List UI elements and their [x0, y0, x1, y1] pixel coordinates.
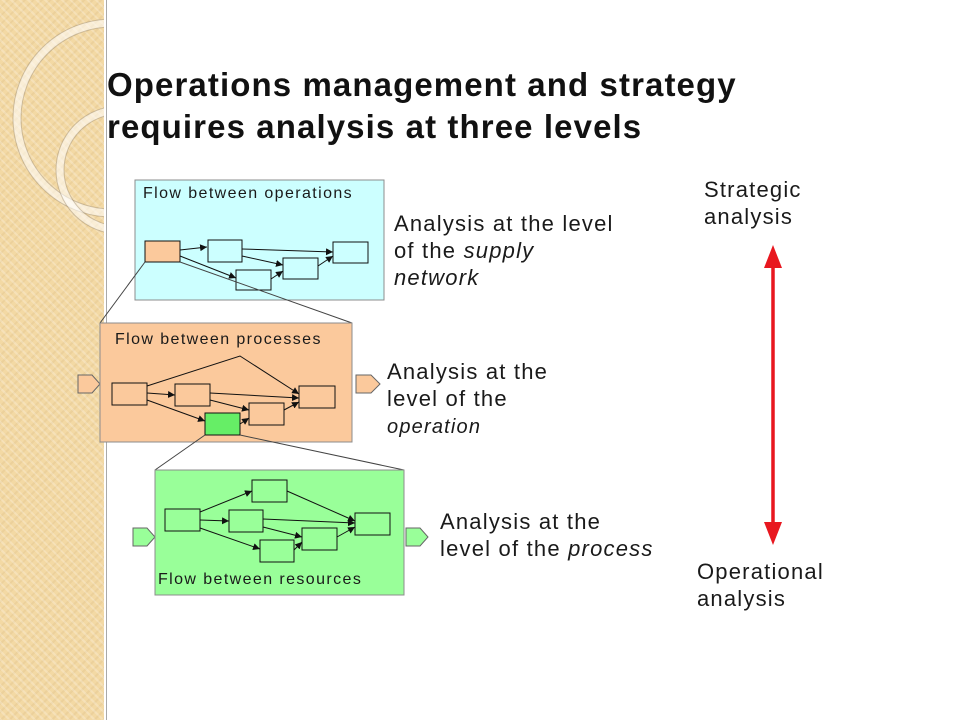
flow-arrow: [146, 355, 300, 395]
analysis-line: operation: [387, 412, 548, 441]
flow-arrow: [286, 490, 356, 522]
flow-arrow: [270, 270, 284, 280]
operation-level: [77, 322, 381, 443]
operation-node: [235, 269, 272, 291]
analysis-line: of the supply: [394, 237, 614, 264]
flow-arrow: [209, 399, 250, 412]
supply-network-level: [134, 179, 385, 301]
analysis-line-text: level of the: [440, 536, 569, 561]
operation-node-zoomed: [144, 240, 181, 263]
supply-network-box: [134, 179, 385, 301]
flow-arrow: [241, 248, 334, 256]
zoom-line-right: [239, 434, 405, 471]
analysis-line: Analysis at the: [387, 359, 549, 384]
decorative-ring-small-inner-edge: [63, 115, 104, 225]
zoom-line-left: [154, 434, 206, 471]
flow-arrow: [199, 490, 253, 513]
process-level: [132, 469, 429, 596]
operation-box-label: Flow between processes: [115, 331, 322, 348]
process-node: [298, 385, 336, 409]
slide-title-line-2: requires analysis at three levels: [107, 108, 643, 145]
decorative-ring-large-outer-edge: [12, 18, 104, 218]
process-input-arrow: [132, 527, 156, 547]
analysis-line: Analysis at the: [440, 509, 602, 534]
scale-label-line: analysis: [697, 586, 787, 611]
strategic-analysis-label: Strategic analysis: [704, 176, 802, 230]
decorative-ring-small-outer-edge: [55, 107, 104, 233]
process-output-arrow: [405, 527, 429, 547]
flow-arrow: [336, 526, 356, 538]
process-node-zoomed: [204, 412, 241, 436]
strategic-operational-scale-arrow: [764, 245, 782, 545]
scale-label-line: analysis: [704, 204, 794, 229]
analysis-line: network: [394, 264, 614, 291]
zoom-line-left: [99, 261, 146, 324]
flow-arrow: [262, 518, 356, 527]
decorative-side-strip: [0, 0, 104, 720]
process-node: [248, 402, 285, 426]
scale-arrow-head-up: [764, 245, 782, 268]
flow-arrow: [239, 417, 250, 425]
flow-arrow: [199, 527, 261, 550]
analysis-line: level of the: [387, 386, 508, 411]
scale-label-line: Operational: [697, 559, 824, 584]
flow-arrow: [283, 401, 300, 411]
flow-arrow: [146, 399, 206, 422]
process-analysis-text: Analysis at the level of the process: [440, 508, 654, 562]
supply-network-analysis-text: Analysis at the level of the supply netw…: [394, 210, 614, 291]
flow-arrow: [293, 541, 303, 551]
decorative-ring-large-inner-edge: [20, 26, 104, 210]
decorative-ring-small: [56, 108, 104, 232]
resource-node: [354, 512, 391, 536]
flow-arrow: [209, 392, 300, 402]
supply-network-box-label: Flow between operations: [143, 185, 354, 202]
resource-node: [301, 527, 338, 551]
flow-arrow: [262, 526, 303, 539]
operation-output-arrow: [355, 374, 381, 394]
slide-title-line-1: Operations management and strategy: [107, 66, 737, 103]
analysis-line: level of the process: [440, 535, 654, 562]
operation-node: [332, 241, 369, 264]
analysis-italic-text: supply: [463, 238, 535, 263]
flow-arrow: [317, 255, 334, 267]
flow-arrow: [199, 517, 230, 525]
analysis-italic-text: process: [568, 536, 654, 561]
resource-node: [259, 539, 295, 563]
slide-title: Operations management and strategy requi…: [107, 64, 737, 148]
decorative-ring-large: [13, 19, 104, 217]
operational-analysis-label: Operational analysis: [697, 558, 824, 612]
flow-arrow: [179, 244, 208, 252]
process-node: [111, 382, 148, 406]
analysis-italic-text: operation: [387, 416, 482, 438]
process-box-label: Flow between resources: [158, 571, 363, 588]
operation-input-arrow: [77, 374, 101, 394]
flow-arrow: [146, 391, 176, 398]
zoom-line-right: [179, 261, 353, 324]
flow-arrow: [241, 255, 284, 267]
operation-analysis-text: Analysis at the level of the operation: [387, 358, 548, 441]
decorative-rings: [12, 18, 104, 233]
operation-node: [207, 239, 243, 263]
operation-node: [282, 257, 319, 280]
scale-arrow-head-down: [764, 522, 782, 545]
analysis-line: Analysis at the level: [394, 211, 614, 236]
analysis-italic-text: network: [394, 265, 480, 290]
scale-label-line: Strategic: [704, 177, 802, 202]
flow-arrow: [179, 255, 237, 279]
process-box: [154, 469, 405, 596]
analysis-line-text: of the: [394, 238, 464, 263]
